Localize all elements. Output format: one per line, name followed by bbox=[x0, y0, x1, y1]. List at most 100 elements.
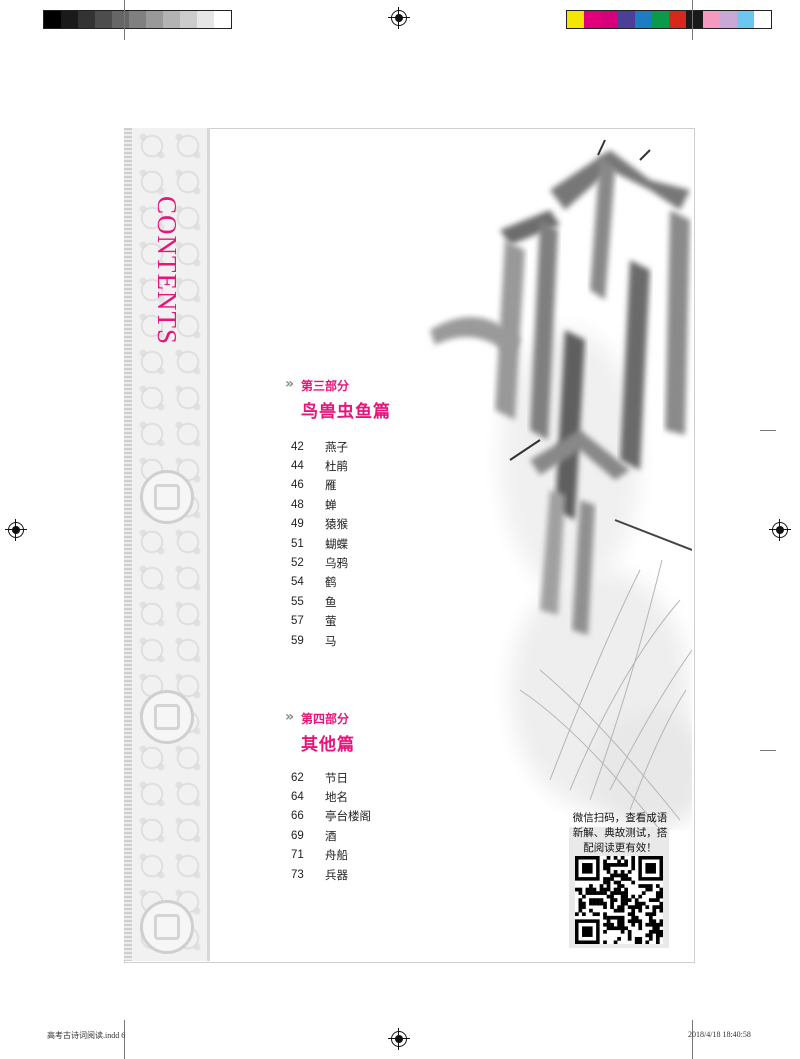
color-swatch bbox=[601, 11, 618, 28]
toc-entry-title: 舟船 bbox=[325, 848, 348, 863]
registration-mark-left-icon bbox=[5, 519, 27, 541]
toc-entry[interactable]: 57 萤 bbox=[290, 612, 348, 631]
toc-entry[interactable]: 64 地名 bbox=[290, 787, 371, 806]
gray-swatch bbox=[214, 11, 231, 28]
color-swatch bbox=[635, 11, 652, 28]
registration-mark-bottom-icon bbox=[388, 1028, 410, 1050]
toc-page-number: 59 bbox=[291, 634, 304, 647]
toc-entry-title: 鹤 bbox=[325, 575, 337, 590]
color-swatch bbox=[703, 11, 720, 28]
toc-entry[interactable]: 62 节日 bbox=[290, 768, 371, 787]
toc-page-number: 73 bbox=[291, 868, 304, 881]
toc-entry[interactable]: 54 鹤 bbox=[290, 573, 348, 592]
trim-mark bbox=[760, 430, 776, 431]
toc-entry-title: 蝴蝶 bbox=[325, 536, 348, 551]
toc-entry-title: 马 bbox=[325, 633, 337, 648]
gray-swatch bbox=[95, 11, 112, 28]
trim-mark bbox=[760, 750, 776, 751]
toc-entry[interactable]: 52 乌鸦 bbox=[290, 553, 348, 572]
gray-swatch bbox=[61, 11, 78, 28]
toc-entry-title: 兵器 bbox=[325, 867, 348, 882]
color-swatch bbox=[720, 11, 737, 28]
registration-mark-top-icon bbox=[388, 7, 410, 29]
ornament-medallion-icon bbox=[140, 690, 194, 744]
toc-page-number: 71 bbox=[291, 849, 304, 862]
ornament-edge bbox=[207, 128, 210, 961]
toc-entry[interactable]: 59 马 bbox=[290, 631, 348, 650]
gray-swatch bbox=[112, 11, 129, 28]
section-label: 第四部分 bbox=[301, 712, 350, 726]
toc-entry[interactable]: 69 酒 bbox=[290, 826, 371, 845]
ink-painting-illustration bbox=[430, 139, 692, 830]
footer-filename: 高考古诗词阅读.indd 6 bbox=[47, 1031, 126, 1040]
gray-swatch bbox=[129, 11, 146, 28]
toc-entry-title: 猿猴 bbox=[325, 517, 348, 532]
footer-timestamp: 2018/4/18 18:40:58 bbox=[688, 1030, 751, 1039]
trim-mark bbox=[692, 1020, 693, 1059]
toc-entry[interactable]: 46 雁 bbox=[290, 476, 348, 495]
toc-entry-title: 鱼 bbox=[325, 594, 337, 609]
toc-page-number: 66 bbox=[291, 810, 304, 823]
toc-entry-title: 节日 bbox=[325, 770, 348, 785]
color-swatch bbox=[754, 11, 771, 28]
toc-entry[interactable]: 55 鱼 bbox=[290, 592, 348, 611]
toc-page-number: 48 bbox=[291, 498, 304, 511]
toc-page-number: 51 bbox=[291, 537, 304, 550]
toc-page-number: 46 bbox=[291, 479, 304, 492]
gray-swatch bbox=[44, 11, 61, 28]
trim-mark bbox=[124, 0, 125, 40]
toc-page-number: 57 bbox=[291, 615, 304, 628]
toc-entry-title: 杜鹃 bbox=[325, 459, 348, 474]
color-swatch bbox=[618, 11, 635, 28]
toc-entry-title: 亭台楼阁 bbox=[325, 809, 371, 824]
toc-page-number: 64 bbox=[291, 791, 304, 804]
ornament-edge bbox=[124, 128, 132, 961]
toc-page-number: 52 bbox=[291, 557, 304, 570]
toc-entry-title: 燕子 bbox=[325, 439, 348, 454]
toc-entry-title: 乌鸦 bbox=[325, 556, 348, 571]
toc-entry[interactable]: 73 兵器 bbox=[290, 865, 371, 884]
toc-entry-title: 萤 bbox=[325, 614, 337, 629]
ornament-border-band bbox=[124, 128, 210, 961]
section-marker-icon: » bbox=[285, 709, 295, 725]
ornament-medallion-icon bbox=[140, 900, 194, 954]
toc-entry-title: 酒 bbox=[325, 828, 337, 843]
qr-caption: 微信扫码，查看成语新解、典故测试，搭配阅读更有效！ bbox=[572, 812, 668, 854]
process-color-bar bbox=[566, 10, 772, 29]
trim-mark bbox=[692, 0, 693, 40]
toc-entry[interactable]: 44 杜鹃 bbox=[290, 456, 348, 475]
trim-mark bbox=[124, 1020, 125, 1059]
contents-title: CONTENTS bbox=[152, 196, 182, 345]
section-marker-icon: » bbox=[285, 376, 295, 392]
color-swatch bbox=[686, 11, 703, 28]
color-swatch bbox=[567, 11, 584, 28]
toc-entry[interactable]: 71 舟船 bbox=[290, 846, 371, 865]
gray-swatch bbox=[163, 11, 180, 28]
toc-entry[interactable]: 66 亭台楼阁 bbox=[290, 807, 371, 826]
toc-page-number: 42 bbox=[291, 440, 304, 453]
toc-entry-title: 雁 bbox=[325, 478, 337, 493]
toc-page-number: 49 bbox=[291, 518, 304, 531]
ornament-pattern bbox=[134, 128, 206, 961]
toc-entry-title: 地名 bbox=[325, 790, 348, 805]
toc-page-number: 55 bbox=[291, 595, 304, 608]
toc-entry[interactable]: 42 燕子 bbox=[290, 437, 348, 456]
color-swatch bbox=[737, 11, 754, 28]
color-swatch bbox=[652, 11, 669, 28]
grayscale-color-bar bbox=[43, 10, 232, 29]
toc-entry[interactable]: 49 猿猴 bbox=[290, 515, 348, 534]
toc-page-number: 69 bbox=[291, 829, 304, 842]
color-swatch bbox=[584, 11, 601, 28]
registration-mark-right-icon bbox=[769, 519, 791, 541]
gray-swatch bbox=[180, 11, 197, 28]
section-title: 鸟兽虫鱼篇 bbox=[301, 402, 391, 422]
toc-page-number: 44 bbox=[291, 460, 304, 473]
toc-page-number: 62 bbox=[291, 771, 304, 784]
section-label: 第三部分 bbox=[301, 379, 350, 393]
qr-code-icon[interactable] bbox=[575, 856, 663, 944]
toc-list: 62 节日 64 地名 66 亭台楼阁 69 酒 71 舟船 73 兵器 bbox=[290, 768, 371, 884]
toc-page-number: 54 bbox=[291, 576, 304, 589]
toc-entry[interactable]: 51 蝴蝶 bbox=[290, 534, 348, 553]
